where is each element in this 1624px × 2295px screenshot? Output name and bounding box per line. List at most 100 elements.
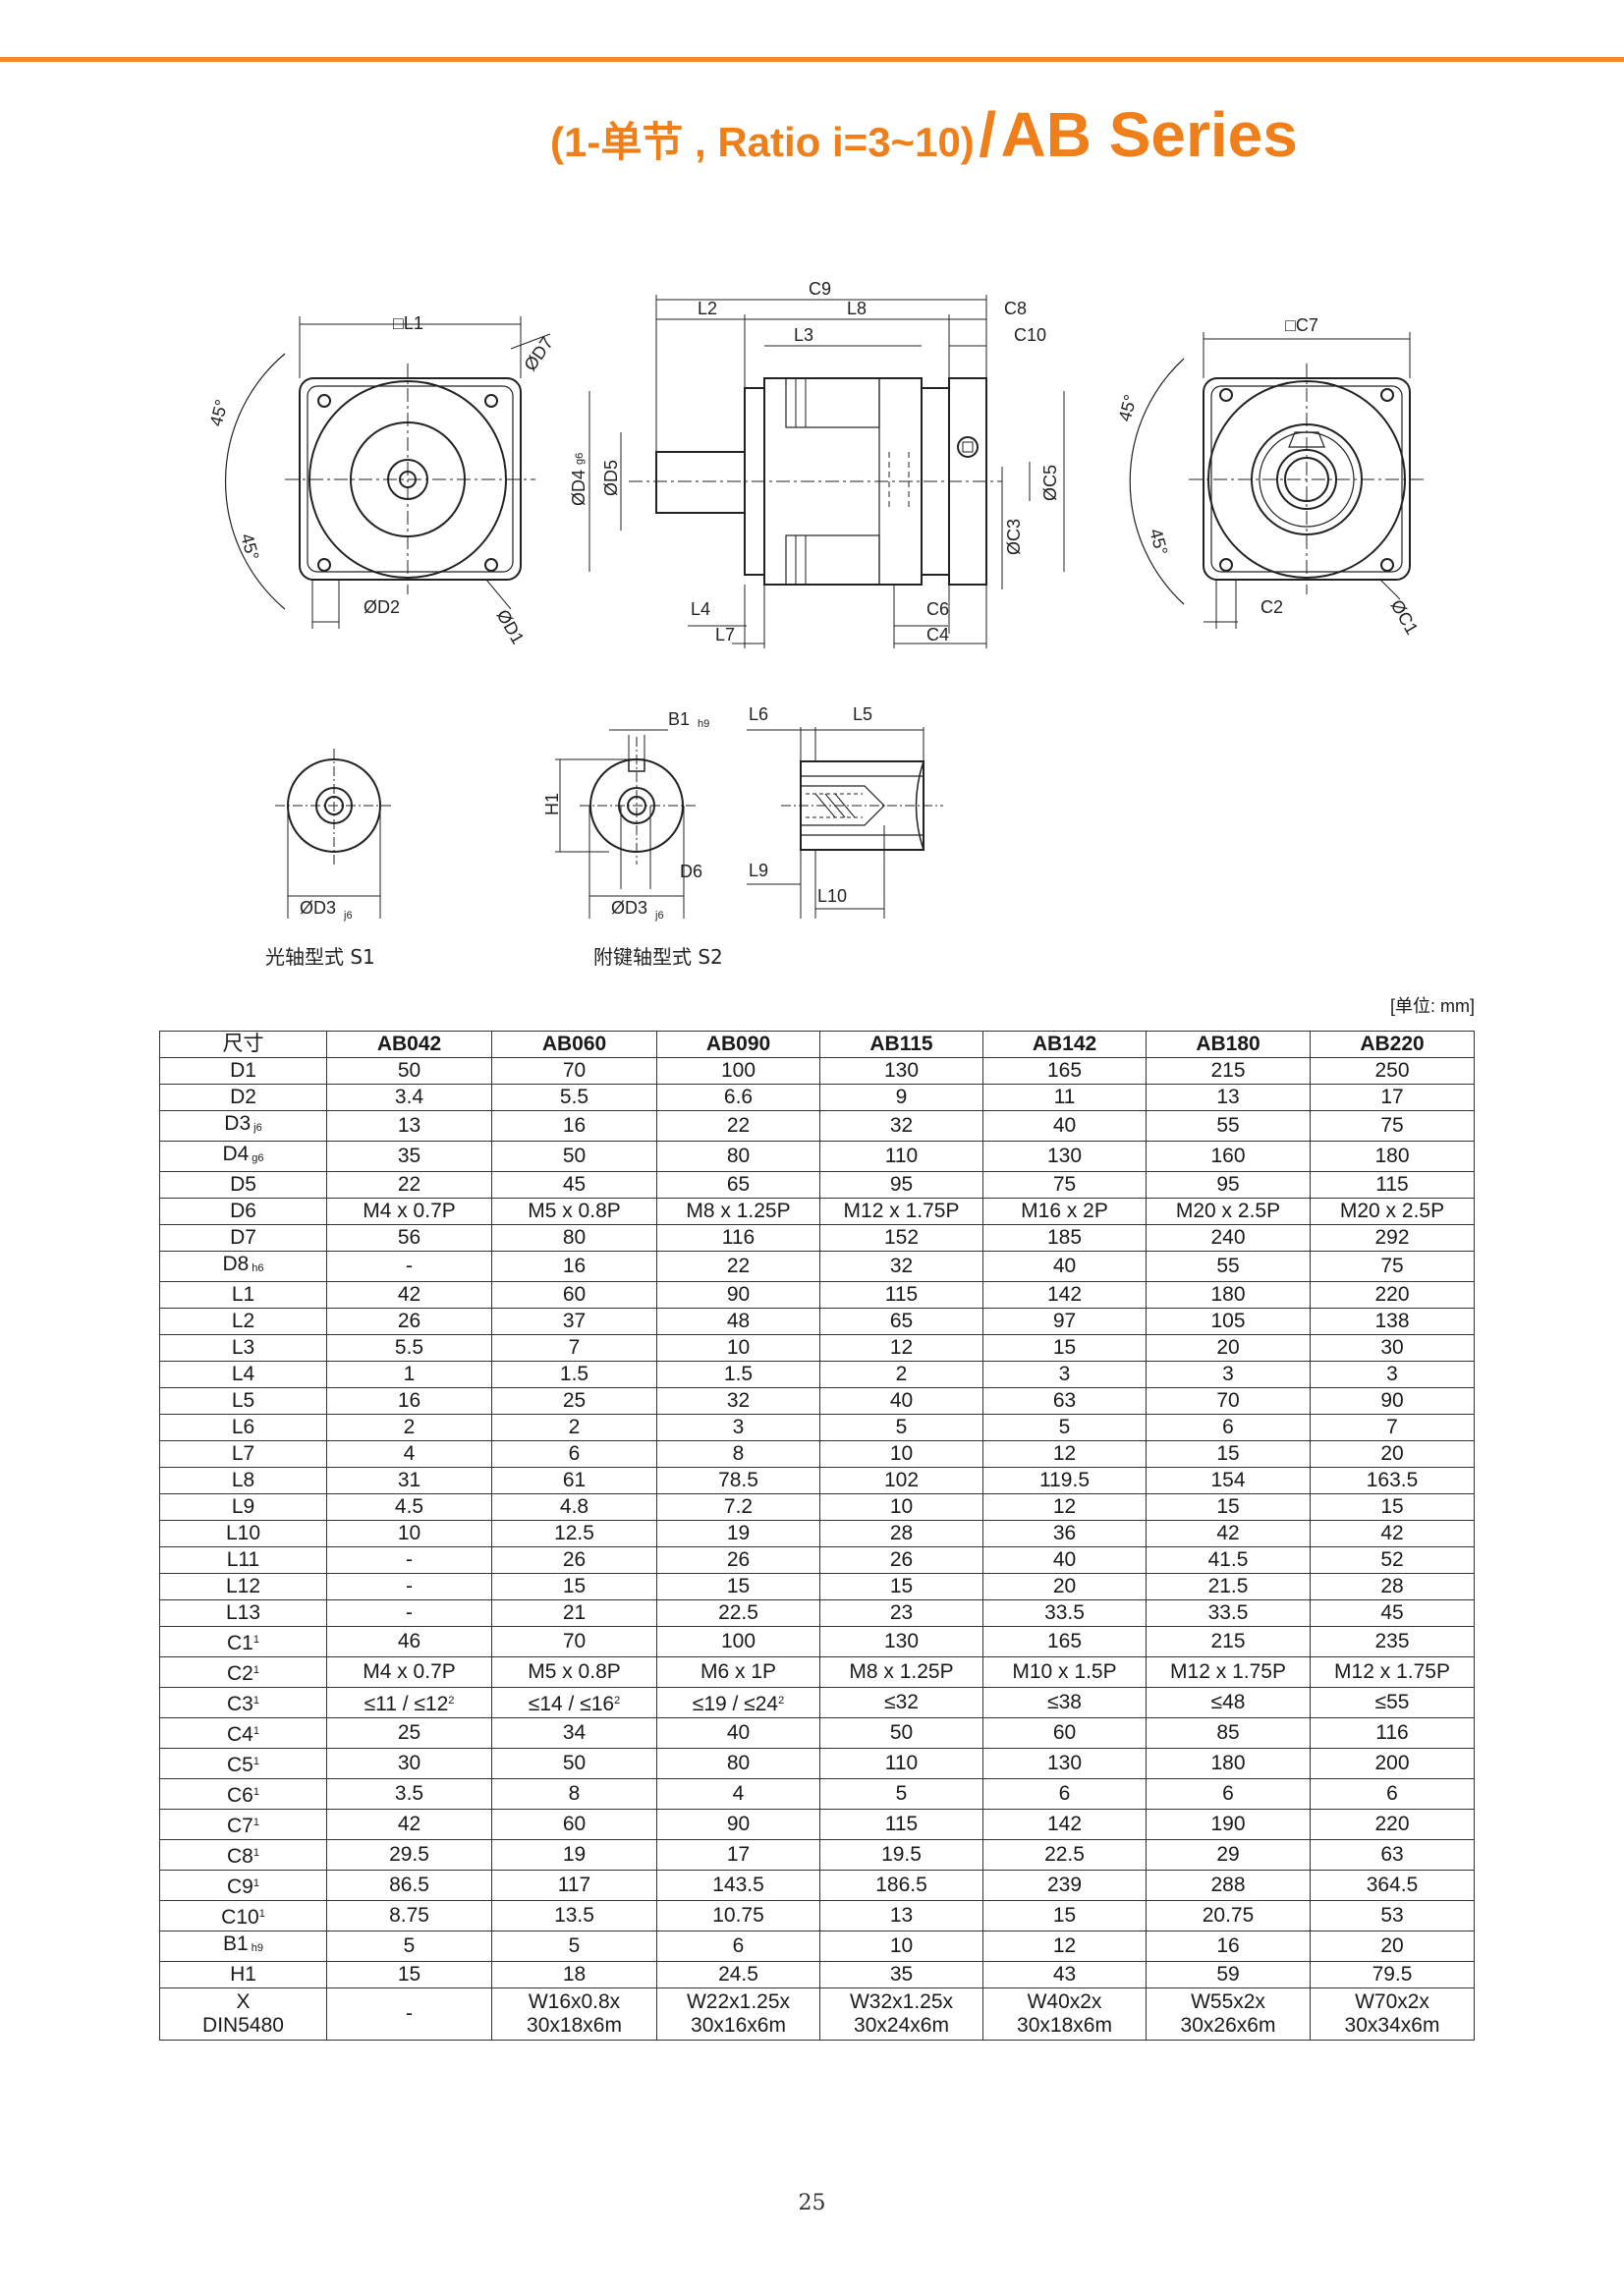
row-label: C31 bbox=[159, 1687, 327, 1718]
side-view bbox=[588, 295, 1065, 648]
cell-value: 25 bbox=[397, 1721, 421, 1744]
cell-value: 235 bbox=[1374, 1630, 1410, 1652]
table-cell: M5 x 0.8P bbox=[491, 1656, 657, 1688]
table-cell: 20 bbox=[1310, 1931, 1475, 1962]
table-cell: 90 bbox=[1310, 1387, 1475, 1415]
cell-value: 364.5 bbox=[1366, 1874, 1419, 1896]
cell-value: 95 bbox=[889, 1173, 914, 1196]
cell-value: 65 bbox=[889, 1310, 914, 1332]
cell-value: ≤19 / ≤24 bbox=[692, 1693, 779, 1715]
cell-value: 86.5 bbox=[389, 1874, 429, 1896]
table-cell: 17 bbox=[656, 1839, 820, 1871]
row-label-text: D8 bbox=[222, 1253, 250, 1275]
cell-value: 33.5 bbox=[1207, 1601, 1249, 1624]
cell-value: 5 bbox=[895, 1416, 908, 1438]
row-label: C81 bbox=[159, 1839, 327, 1871]
cell-value: 17 bbox=[726, 1843, 751, 1866]
label-L7: L7 bbox=[715, 625, 735, 644]
cell-value: 105 bbox=[1210, 1310, 1246, 1332]
cell-value: 63 bbox=[1380, 1843, 1404, 1866]
table-cell: M12 x 1.75P bbox=[1310, 1656, 1475, 1688]
cell-line: 30x16x6m bbox=[691, 2014, 786, 2037]
cell-value: 5 bbox=[403, 1934, 416, 1957]
cell-value: 15 bbox=[1216, 1495, 1240, 1518]
cell-value: 6 bbox=[1222, 1416, 1234, 1438]
row-label: L11 bbox=[159, 1546, 327, 1574]
table-cell: 59 bbox=[1146, 1961, 1311, 1988]
cell-line: 30x26x6m bbox=[1180, 2014, 1276, 2037]
table-cell: 43 bbox=[982, 1961, 1147, 1988]
cell-value: 142 bbox=[1046, 1813, 1083, 1835]
table-cell: ≤32 bbox=[819, 1687, 983, 1718]
table-cell: 288 bbox=[1146, 1870, 1311, 1901]
table-cell: 165 bbox=[982, 1057, 1147, 1085]
cell-value: 152 bbox=[883, 1226, 920, 1249]
cell-value: 40 bbox=[1052, 1255, 1077, 1277]
label-s1-D3: ØD3 bbox=[300, 898, 336, 918]
table-cell: 26 bbox=[326, 1308, 492, 1335]
cell-value: 35 bbox=[889, 1963, 914, 1986]
cell-value: 5 bbox=[568, 1934, 581, 1957]
row-label-text: L10 bbox=[225, 1522, 261, 1544]
cell-value: M8 x 1.25P bbox=[849, 1660, 954, 1683]
table-cell: 220 bbox=[1310, 1809, 1475, 1840]
table-cell: 16 bbox=[1146, 1931, 1311, 1962]
table-cell: 33.5 bbox=[1146, 1599, 1311, 1627]
row-label: H1 bbox=[159, 1961, 327, 1988]
cell-value: 48 bbox=[726, 1310, 751, 1332]
table-cell: - bbox=[326, 1599, 492, 1627]
table-cell: 22.5 bbox=[656, 1599, 820, 1627]
table-cell: 3 bbox=[1310, 1361, 1475, 1388]
cell-value: 23 bbox=[889, 1601, 914, 1624]
row-label-sup: 1 bbox=[252, 1817, 259, 1828]
table-cell: 7 bbox=[1310, 1414, 1475, 1441]
cell-value: 2 bbox=[895, 1363, 908, 1385]
cell-value: 30 bbox=[1380, 1336, 1404, 1359]
table-cell: 5 bbox=[982, 1414, 1147, 1441]
cell-value: 13 bbox=[889, 1904, 914, 1927]
cell-value: ≤14 / ≤16 bbox=[528, 1693, 615, 1715]
row-label-text: D6 bbox=[230, 1200, 256, 1222]
table-cell: 180 bbox=[1146, 1748, 1311, 1779]
table-cell: 185 bbox=[982, 1224, 1147, 1252]
cell-value: - bbox=[406, 1601, 413, 1624]
row-label: L12 bbox=[159, 1573, 327, 1600]
cell-value: 15 bbox=[1052, 1904, 1077, 1927]
table-cell: 100 bbox=[656, 1057, 820, 1085]
row-label-text: D3 bbox=[224, 1112, 252, 1135]
table-cell: 32 bbox=[819, 1110, 983, 1142]
cell-value: 6 bbox=[568, 1442, 581, 1465]
cell-value: 5.5 bbox=[559, 1086, 589, 1108]
table-cell: M20 x 2.5P bbox=[1146, 1198, 1311, 1225]
table-cell: M12 x 1.75P bbox=[1146, 1656, 1311, 1688]
label-front-angle-top: 45° bbox=[206, 398, 232, 428]
table-cell: 6 bbox=[1146, 1778, 1311, 1810]
cell-value: 40 bbox=[1052, 1114, 1077, 1137]
row-label-text: C1 bbox=[227, 1632, 253, 1654]
title-ratio: (1-单节 , Ratio i=3~10) bbox=[550, 119, 975, 165]
row-label: C41 bbox=[159, 1717, 327, 1749]
table-cell: 165 bbox=[982, 1626, 1147, 1657]
table-cell: 50 bbox=[326, 1057, 492, 1085]
table-cell: 46 bbox=[326, 1626, 492, 1657]
cell-value: 22 bbox=[397, 1173, 421, 1196]
table-cell: 40 bbox=[982, 1110, 1147, 1142]
cell-value: 32 bbox=[726, 1389, 751, 1412]
cell-value: 15 bbox=[397, 1963, 421, 1986]
cell-value: 116 bbox=[1375, 1721, 1409, 1744]
table-cell: 60 bbox=[491, 1281, 657, 1309]
table-cell: 220 bbox=[1310, 1281, 1475, 1309]
table-cell: 5.5 bbox=[491, 1084, 657, 1111]
row-label-text: D2 bbox=[230, 1086, 256, 1108]
table-cell: 30 bbox=[326, 1748, 492, 1779]
row-label-sup: 1 bbox=[252, 1725, 259, 1737]
cell-line: 30x34x6m bbox=[1344, 2014, 1440, 2037]
table-cell: 10 bbox=[656, 1334, 820, 1362]
label-C8: C8 bbox=[1004, 299, 1027, 318]
